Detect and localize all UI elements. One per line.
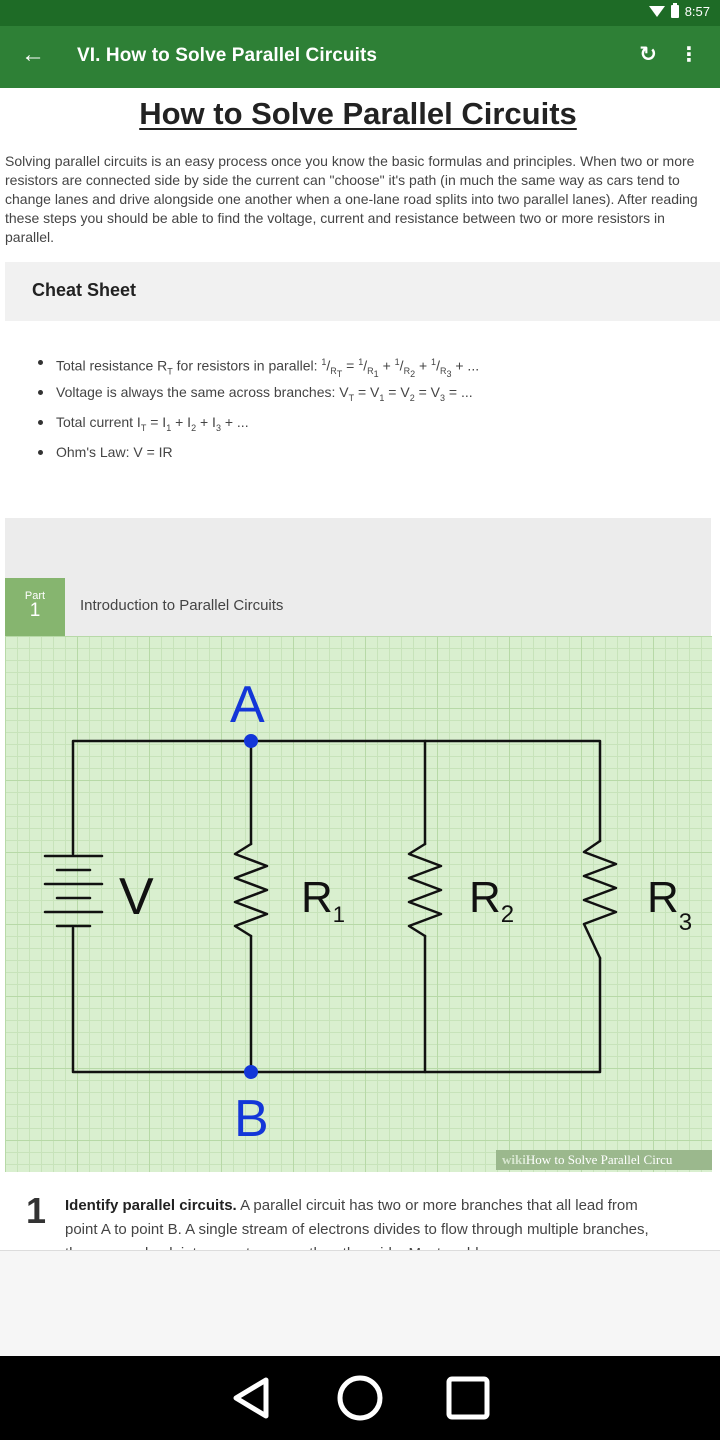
top-wire (71, 739, 602, 856)
status-time: 8:57 (684, 4, 710, 19)
refresh-icon[interactable]: ↻ (639, 43, 657, 66)
intro-paragraph: Solving parallel circuits is an easy pro… (5, 153, 698, 245)
part-label: Part (24, 590, 46, 602)
cheat-sheet-header: Cheat Sheet (5, 262, 720, 321)
bottom-wire (71, 926, 602, 1074)
part-header-band (5, 518, 711, 636)
part-title: Introduction to Parallel Circuits (80, 597, 284, 614)
part-number: 1 (29, 600, 41, 621)
bottom-blank-area (0, 1250, 720, 1356)
node-a-dot (244, 734, 258, 748)
more-vertical-icon[interactable]: ⋮ (679, 44, 699, 66)
arrow-left-icon[interactable]: ← (21, 41, 45, 68)
app-bar: ← VI. How to Solve Parallel Circuits ↻ ⋮ (0, 26, 720, 88)
voltage-label: V (119, 868, 154, 926)
resistor-r3-label: R3 (647, 873, 692, 936)
watermark-text: How to Solve Parallel Circu (525, 1152, 673, 1167)
cheat-sheet-list: Total resistance RT for resistors in par… (36, 350, 696, 470)
resistor-r3 (582, 839, 618, 960)
cheat-sheet-heading: Cheat Sheet (32, 280, 137, 300)
list-item: Ohm's Law: V = IR (36, 440, 696, 470)
toolbar-title: VI. How to Solve Parallel Circuits (77, 45, 378, 66)
page-title: How to Solve Parallel Circuits (139, 96, 577, 131)
article-content[interactable]: How to Solve Parallel Circuits Solving p… (0, 88, 720, 1250)
step-number: 1 (26, 1190, 47, 1231)
circuit-svg: A B V R1 R2 R3 (43, 676, 692, 1148)
node-a-label: A (230, 676, 265, 734)
wifi-icon (648, 6, 665, 17)
resistor-r2 (407, 842, 443, 938)
circuit-diagram: A B V R1 R2 R3 wikiHow to Solve Parallel… (5, 636, 712, 1172)
navigation-bar (0, 1356, 720, 1440)
home-circle-icon[interactable] (330, 1368, 390, 1428)
watermark-prefix: wiki (502, 1152, 526, 1167)
recents-square-icon[interactable] (438, 1368, 498, 1428)
step-text: Identify parallel circuits. A parallel c… (65, 1194, 655, 1250)
part-number-badge: Part 1 (5, 578, 65, 636)
resistor-r2-label: R2 (469, 873, 514, 928)
wikihow-watermark: wikiHow to Solve Parallel Circu (496, 1150, 712, 1170)
node-b-label: B (234, 1090, 269, 1148)
back-triangle-icon[interactable] (222, 1368, 282, 1428)
list-item: Total resistance RT for resistors in par… (36, 350, 696, 380)
step-body-text: A parallel circuit has two or more branc… (65, 1197, 649, 1250)
list-item: Total current IT = I1 + I2 + I3 + ... (36, 410, 696, 440)
step-bold-text: Identify parallel circuits. (65, 1197, 237, 1214)
list-item: Voltage is always the same across branch… (36, 380, 696, 410)
status-bar: 8:57 (0, 0, 720, 26)
resistor-r1-label: R1 (301, 873, 345, 927)
resistor-r1 (233, 842, 269, 938)
node-b-dot (244, 1065, 258, 1079)
battery-icon (670, 3, 679, 18)
